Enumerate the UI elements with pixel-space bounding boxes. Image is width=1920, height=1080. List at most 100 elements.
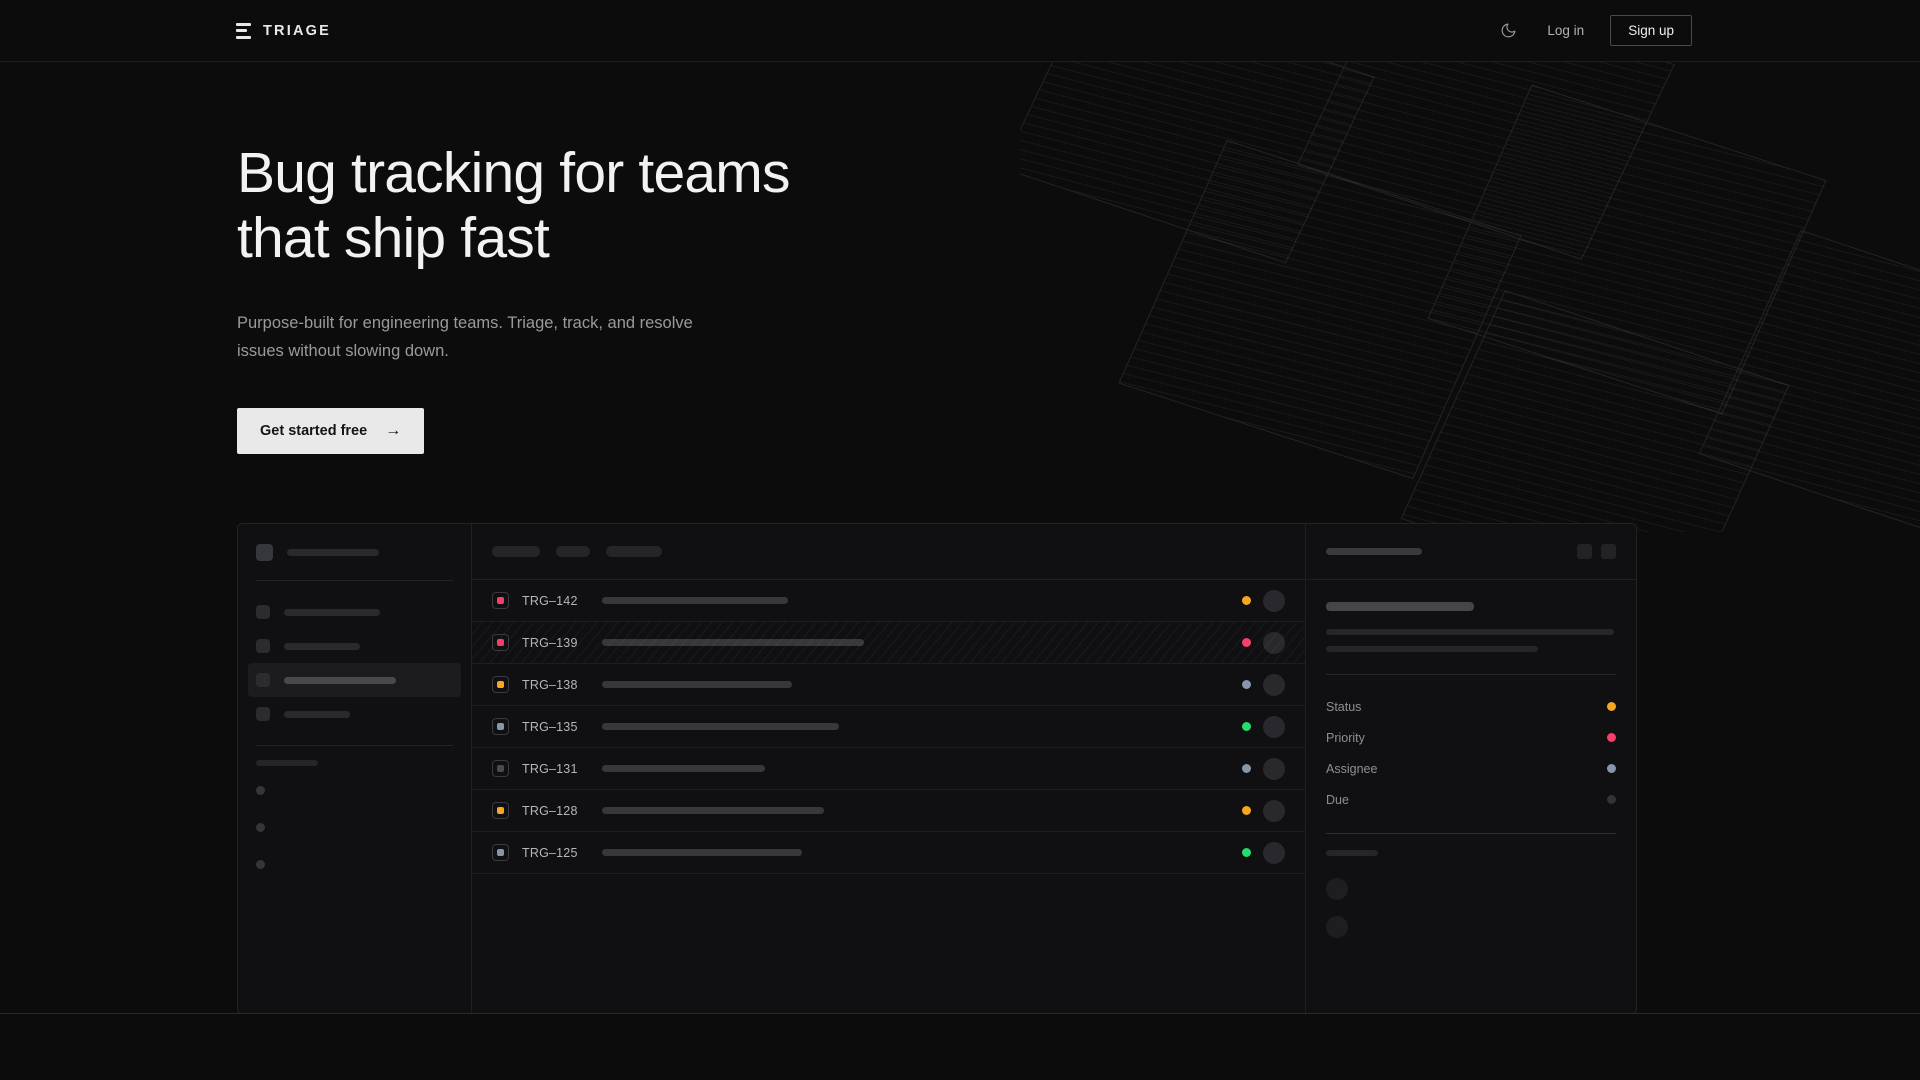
sidebar-divider-2 [256, 745, 453, 746]
priority-indicator-icon [492, 718, 509, 735]
sidebar-item-4[interactable] [248, 697, 461, 731]
sidebar-sub-item[interactable] [256, 772, 453, 809]
status-badge [1242, 596, 1251, 605]
status-badge [1242, 680, 1251, 689]
sidebar-item-label [284, 608, 380, 616]
table-row[interactable]: TRG–139 [472, 622, 1305, 664]
brand-name: TRIAGE [263, 22, 331, 39]
workspace-switcher[interactable] [256, 524, 453, 580]
issue-title-placeholder [602, 807, 824, 814]
avatar [1263, 631, 1285, 654]
meta-value-dot [1607, 795, 1616, 804]
meta-row[interactable]: Status [1326, 691, 1616, 722]
issue-id: TRG–138 [522, 677, 578, 692]
sidebar-sub-item[interactable] [256, 846, 453, 883]
workspace-name-placeholder [287, 548, 379, 556]
row-meta [1242, 841, 1285, 864]
meta-row[interactable]: Priority [1326, 722, 1616, 753]
issue-title-placeholder [602, 765, 765, 772]
get-started-button[interactable]: Get started free → [237, 407, 425, 454]
table-row[interactable]: TRG–131 [472, 748, 1305, 790]
bullet-icon [256, 786, 265, 795]
signup-button[interactable]: Sign up [1610, 15, 1692, 46]
priority-indicator-icon [492, 760, 509, 777]
avatar [1326, 878, 1348, 900]
brand-logo[interactable]: TRIAGE [236, 22, 331, 39]
meta-label: Status [1326, 699, 1362, 714]
issue-title-placeholder [602, 723, 839, 730]
table-row[interactable]: TRG–135 [472, 706, 1305, 748]
cta-label: Get started free [260, 422, 368, 439]
detail-actions [1577, 544, 1616, 559]
status-badge [1242, 806, 1251, 815]
detail-title-placeholder [1326, 548, 1422, 555]
meta-label: Assignee [1326, 761, 1378, 776]
detail-action-button[interactable] [1601, 544, 1616, 559]
toolbar-view-pill[interactable] [606, 546, 662, 557]
sidebar-item-icon [256, 639, 270, 653]
sidebar-divider [256, 580, 453, 581]
meta-row[interactable]: Assignee [1326, 753, 1616, 784]
sidebar-item-icon [256, 707, 270, 721]
site-header: TRIAGE Log in Sign up [0, 0, 1920, 62]
bullet-icon [256, 860, 265, 869]
toolbar-filter-pill[interactable] [492, 546, 540, 557]
issue-title-placeholder [602, 849, 802, 856]
row-meta [1242, 589, 1285, 612]
avatar [1263, 589, 1285, 612]
toolbar-sort-pill[interactable] [556, 546, 590, 557]
meta-label: Due [1326, 792, 1349, 807]
issue-id: TRG–125 [522, 845, 578, 860]
detail-divider-2 [1326, 833, 1616, 834]
detail-description-line [1326, 646, 1538, 652]
status-badge [1242, 848, 1251, 857]
header-actions: Log in Sign up [1495, 15, 1692, 46]
avatar [1263, 841, 1285, 864]
workspace-avatar [256, 543, 273, 561]
sidebar-item-3-active[interactable] [248, 663, 461, 697]
sidebar-item-label [284, 642, 360, 650]
page-title: Bug tracking for teams that ship fast [237, 141, 937, 271]
meta-label: Priority [1326, 730, 1365, 745]
status-badge [1242, 764, 1251, 773]
table-row[interactable]: TRG–125 [472, 832, 1305, 874]
table-row[interactable]: TRG–142 [472, 580, 1305, 622]
login-link[interactable]: Log in [1547, 23, 1585, 38]
row-meta [1242, 715, 1285, 738]
issue-id: TRG–131 [522, 761, 578, 776]
row-meta [1242, 631, 1285, 654]
issue-title-placeholder [602, 597, 788, 604]
detail-action-button[interactable] [1577, 544, 1592, 559]
avatar [1263, 757, 1285, 780]
preview-sidebar [238, 524, 472, 1013]
issue-id: TRG–142 [522, 593, 578, 608]
sidebar-item-2[interactable] [248, 629, 461, 663]
priority-indicator-icon [492, 676, 509, 693]
avatar [1263, 673, 1285, 696]
sidebar-sub-item[interactable] [256, 809, 453, 846]
detail-header [1306, 524, 1636, 580]
meta-value-dot [1607, 764, 1616, 773]
hero-subtitle: Purpose-built for engineering teams. Tri… [237, 313, 693, 361]
hero-heading-line-2: that ship fast [237, 205, 550, 270]
meta-row[interactable]: Due [1326, 784, 1616, 815]
comment-item[interactable] [1326, 908, 1616, 946]
priority-indicator-icon [492, 592, 509, 609]
status-badge [1242, 638, 1251, 647]
sidebar-item-label [284, 710, 350, 718]
avatar [1326, 916, 1348, 938]
priority-indicator-icon [492, 634, 509, 651]
sidebar-item-1[interactable] [248, 595, 461, 629]
detail-divider [1326, 674, 1616, 675]
moon-icon[interactable] [1495, 18, 1521, 44]
row-meta [1242, 673, 1285, 696]
issue-id: TRG–139 [522, 635, 578, 650]
table-row[interactable]: TRG–128 [472, 790, 1305, 832]
comment-item[interactable] [1326, 870, 1616, 908]
table-row[interactable]: TRG–138 [472, 664, 1305, 706]
